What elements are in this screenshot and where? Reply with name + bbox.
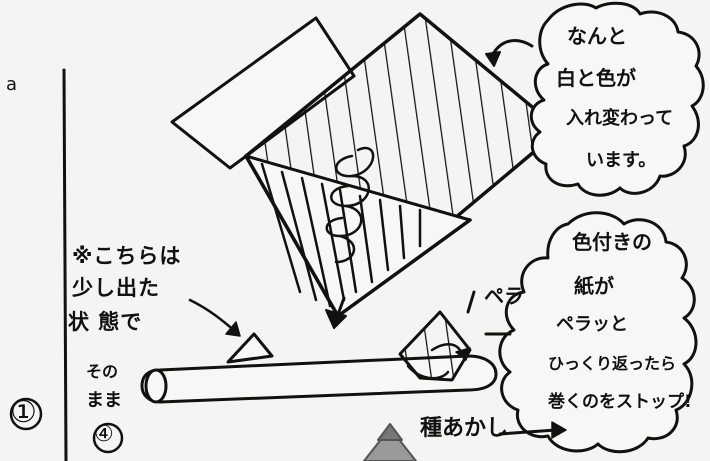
note-arrow <box>188 298 238 334</box>
bubble-top-line: 白と色が <box>556 66 636 90</box>
white-flap <box>226 332 274 364</box>
bubble-right-line: 紙が <box>574 274 614 298</box>
tane-label: 種あかし <box>420 416 509 441</box>
note-line: 少し出た <box>72 276 160 300</box>
cloud-bubble-right <box>498 211 698 454</box>
step-four-circle <box>92 422 124 454</box>
panel-divider <box>62 68 68 461</box>
step-one-label: ① <box>10 395 37 430</box>
step-four-label: ④ <box>94 422 114 447</box>
bubble-top-line: います。 <box>586 150 657 171</box>
page-letter: a <box>6 74 18 95</box>
note-line: その <box>86 362 119 381</box>
note-line: 状 態で <box>68 310 143 334</box>
note-line: まま <box>86 390 122 411</box>
pera-label: ペラ <box>484 284 524 308</box>
bubble-right-line: 巻くのをストップ! <box>548 392 692 412</box>
rolling-spiral <box>325 146 375 264</box>
rolled-tube <box>140 354 498 404</box>
note-line: ※こちらは <box>72 244 182 268</box>
bubble-right-line: 色付きの <box>572 230 652 254</box>
bubble-right-line: ひっくり返ったら <box>548 354 677 373</box>
hint-icon <box>363 423 417 461</box>
speech-bubble-top <box>529 1 705 197</box>
step-one-circle <box>9 397 43 431</box>
tane-arrow <box>498 428 558 436</box>
bubble-top-line: なんと <box>567 24 627 48</box>
bubble-right-line: ペラッと <box>556 314 628 335</box>
bubble-top-line: 入れ変わって <box>566 108 674 129</box>
